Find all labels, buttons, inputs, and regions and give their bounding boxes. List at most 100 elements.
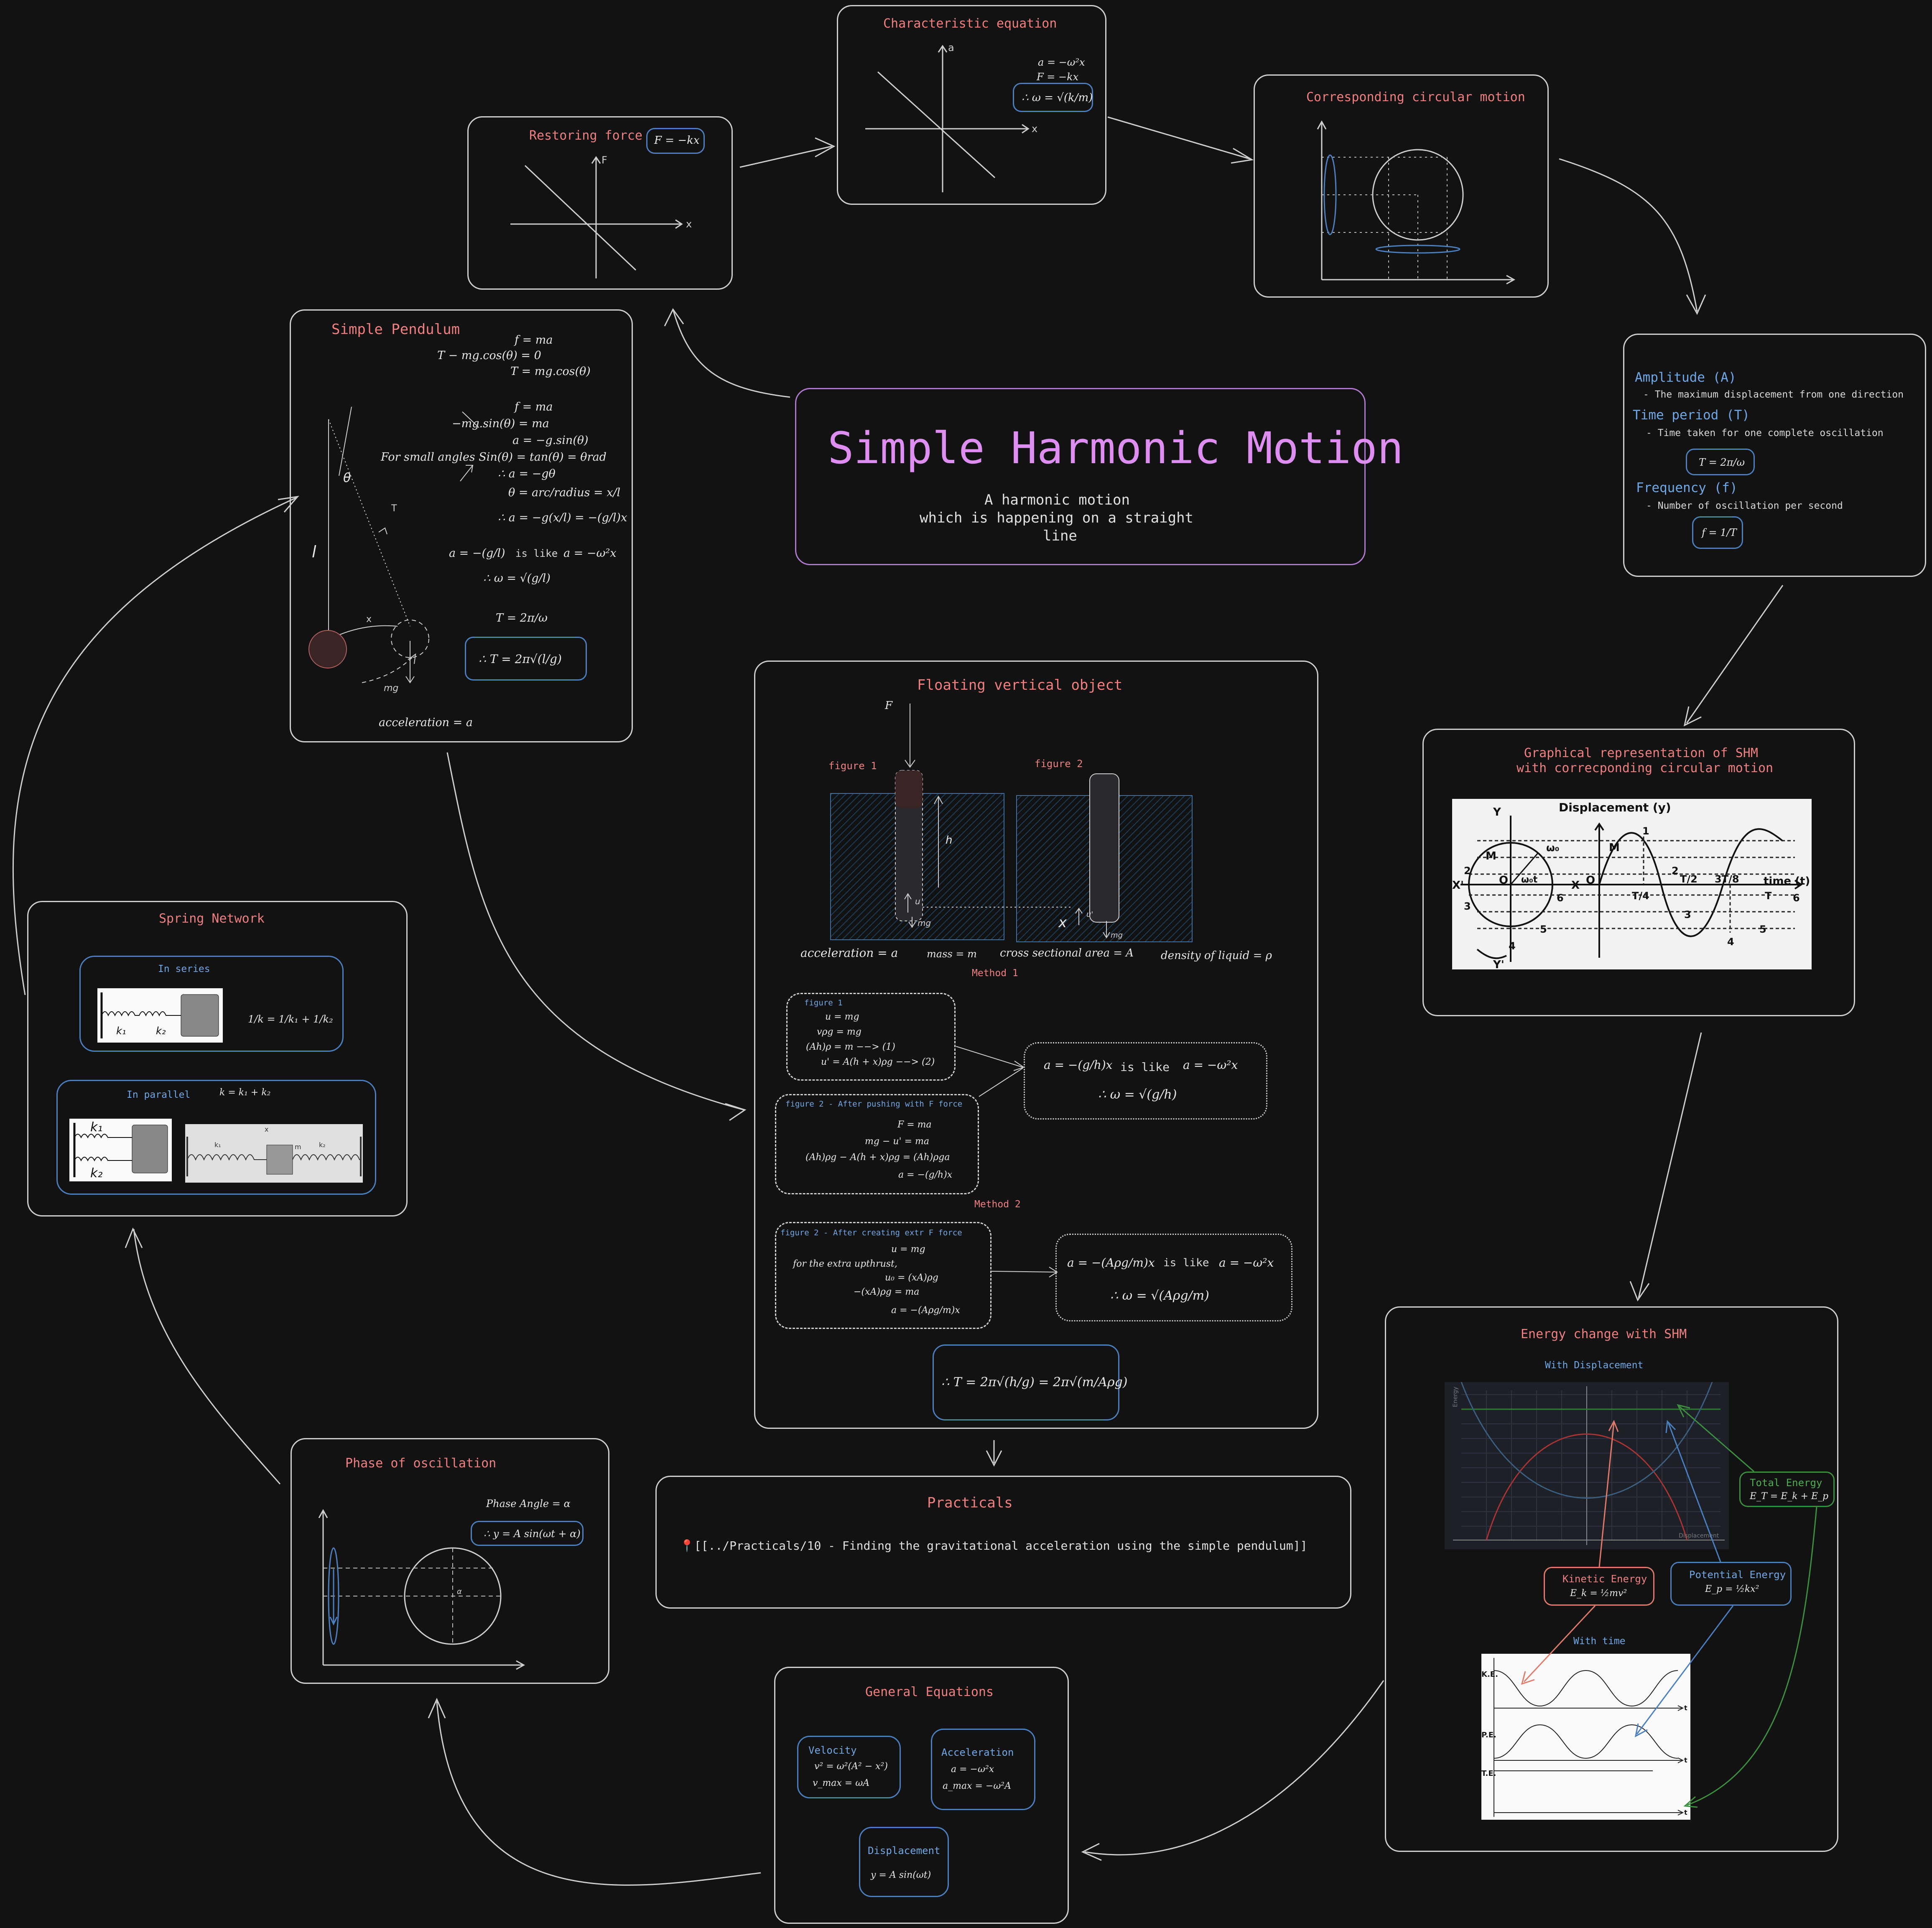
pendulum-like-word: is like [515, 548, 558, 559]
total-energy-title: Total Energy [1750, 1477, 1822, 1489]
pendulum-card: Simple Pendulum f = ma T − mg.cos(θ) = 0… [290, 309, 633, 742]
main-subtitle-line-3: line [1043, 528, 1077, 544]
frequency-desc: - Number of oscillation per second [1646, 500, 1843, 511]
graphical-figure-svg: Displacement (y) Y Y' X' X O O M M ω₀ ω₀… [1452, 801, 1810, 971]
arrow-graph-to-energy [1638, 1032, 1702, 1298]
m1-result-like: is like [1120, 1060, 1170, 1074]
restoring-force-title: Restoring force [529, 128, 642, 143]
displacement-box: Displacement y = A sin(ωt) [859, 1827, 949, 1897]
energy-time-figure: K.E. P.E. T.E. t t t [1481, 1654, 1690, 1820]
pendulum-result: ∴ T = 2π√(l/g) [479, 652, 562, 666]
potential-energy-title: Potential Energy [1689, 1569, 1786, 1581]
general-title: General Equations [865, 1685, 994, 1699]
graphical-pt-6b: 6 [1793, 892, 1800, 904]
m2-result-a: a = −(Aρg/m)x [1067, 1256, 1155, 1270]
graphical-title-line-1: Graphical representation of SHM [1524, 746, 1758, 760]
main-topic-card: Simple Harmonic Motion A harmonic motion… [795, 388, 1404, 565]
m2-line-5: a = −(Aρg/m)x [891, 1305, 960, 1316]
m1-result-a: a = −(g/h)x [1044, 1058, 1113, 1072]
characteristic-eq-2: F = −kx [1037, 71, 1079, 83]
pendulum-line-2: T − mg.cos(θ) = 0 [437, 349, 541, 362]
arrow-pendulum-to-floating [446, 752, 744, 1111]
frequency-formula-box: f = 1/T [1692, 516, 1743, 549]
m2-line-1: u = mg [891, 1244, 925, 1255]
energy-arrows [1521, 1404, 1817, 1808]
spring-card: Spring Network In series k₁ k₂ 1/k = 1/k… [27, 901, 408, 1216]
method-2-label: Method 2 [974, 1199, 1021, 1210]
m2-result-omega: ∴ ω = √(Aρg/m) [1110, 1288, 1209, 1303]
characteristic-graph: a x [865, 42, 1037, 192]
kinetic-energy-title: Kinetic Energy [1562, 1573, 1647, 1585]
floating-final: ∴ T = 2π√(h/g) = 2π√(m/Aρg) [941, 1375, 1128, 1390]
main-title: Simple Harmonic Motion [828, 423, 1404, 474]
graphical-pt-5a: 5 [1540, 923, 1547, 935]
m1-arrows [956, 1046, 1025, 1097]
spring-parallel-fig2-m: m [295, 1143, 301, 1151]
pendulum-label-l: l [312, 543, 316, 561]
phase-angle: Phase Angle = α [486, 1498, 571, 1510]
spring-series-svg: k₁ k₂ [100, 992, 219, 1038]
graphical-card: Graphical representation of SHM with cor… [1422, 729, 1855, 1016]
floating-final-box: ∴ T = 2π√(h/g) = 2π√(m/Aρg) [933, 1344, 1127, 1420]
floating-label-mg2: mg [1111, 931, 1123, 940]
energy-time-t3: t [1684, 1808, 1687, 1816]
pendulum-label-mg: mg [384, 683, 398, 694]
restoring-force-formula: F = −kx [654, 134, 700, 147]
energy-time-te: T.E. [1481, 1769, 1496, 1778]
amplitude-card: Amplitude (A) - The maximum displacement… [1623, 334, 1926, 577]
restoring-force-axis-x: x [686, 218, 692, 230]
floating-fig2-label: figure 2 [1035, 758, 1083, 770]
pendulum-result-box: ∴ T = 2π√(l/g) [465, 637, 587, 681]
m1-result-omega: ∴ ω = √(g/h) [1098, 1087, 1177, 1102]
graphical-pt-4b: 4 [1727, 936, 1734, 948]
amplitude-desc: - The maximum displacement from one dire… [1643, 389, 1904, 400]
practicals-card: Practicals 📍[[../Practicals/10 - Finding… [655, 1476, 1351, 1609]
graphical-label-Y: Y [1493, 806, 1501, 819]
circular-motion-title: Corresponding circular motion [1306, 90, 1525, 105]
graphical-label-time: time (t) [1764, 875, 1810, 887]
spring-series-k2: k₂ [156, 1025, 166, 1037]
energy-time-pe: P.E. [1481, 1731, 1496, 1739]
m2-line-2: for the extra upthrust, [793, 1259, 897, 1269]
spring-parallel-k1: k₁ [90, 1120, 102, 1135]
pendulum-line-7: For small angles Sin(θ) = tan(θ) = θrad [381, 451, 607, 464]
spring-series-label: In series [158, 964, 210, 974]
displacement-title: Displacement [868, 1845, 941, 1857]
floating-var-3: cross sectional area = A [1000, 947, 1134, 959]
floating-diagram: h u mg x u' mg [830, 704, 1193, 942]
graphical-tick-3: 3T/8 [1715, 873, 1739, 885]
arrow-amp-to-graph [1686, 585, 1784, 724]
energy-time-t1: t [1684, 1704, 1687, 1712]
m2-result-box: a = −(Aρg/m)x is like a = −ω²x ∴ ω = √(A… [1055, 1234, 1292, 1321]
m1-result-box: a = −(g/h)x is like a = −ω²x ∴ ω = √(g/h… [1024, 1042, 1267, 1120]
spring-series-box: In series k₁ k₂ 1/k = 1/k₁ + 1/k₂ [79, 956, 344, 1052]
spring-parallel-label: In parallel [127, 1089, 191, 1100]
arrow-restoring-to-char [739, 145, 832, 168]
graphical-pt-6a: 6 [1557, 892, 1564, 904]
pendulum-period: T = 2π/ω [496, 612, 548, 625]
floating-card: Floating vertical object F figure 1 figu… [754, 661, 1318, 1429]
energy-time-svg: K.E. P.E. T.E. t t t [1481, 1658, 1687, 1817]
m2-line-3: u₀ = (xA)ρg [885, 1273, 938, 1283]
graphical-pt-3a: 3 [1464, 900, 1471, 912]
kinetic-energy-box: Kinetic Energy E_k = ½mv² [1544, 1567, 1654, 1606]
energy-time-ke: K.E. [1481, 1670, 1498, 1679]
floating-title: Floating vertical object [917, 677, 1123, 694]
spring-series-eq: 1/k = 1/k₁ + 1/k₂ [248, 1013, 333, 1025]
floating-var-1: acceleration = a [800, 946, 898, 960]
graphical-label-disp: Displacement (y) [1559, 801, 1671, 814]
practicals-link[interactable]: 📍[[../Practicals/10 - Finding the gravit… [680, 1539, 1308, 1553]
graphical-tick-2: T/2 [1680, 873, 1698, 885]
phase-eq: ∴ y = A sin(ωt + α) [484, 1528, 581, 1540]
time-period-formula-box: T = 2π/ω [1686, 449, 1755, 475]
amplitude-title: Amplitude (A) [1635, 370, 1736, 385]
arrow-char-to-circular [1107, 116, 1250, 160]
phase-graph: α [318, 1509, 525, 1670]
arrow-main-to-restoring [672, 309, 790, 398]
characteristic-eq-1: a = −ω²x [1038, 56, 1085, 68]
displacement-line-1: y = A sin(ωt) [871, 1870, 931, 1880]
time-period-title: Time period (T) [1633, 408, 1750, 423]
time-period-desc: - Time taken for one complete oscillatio… [1646, 428, 1884, 439]
restoring-force-formula-box: F = −kx [646, 128, 705, 154]
